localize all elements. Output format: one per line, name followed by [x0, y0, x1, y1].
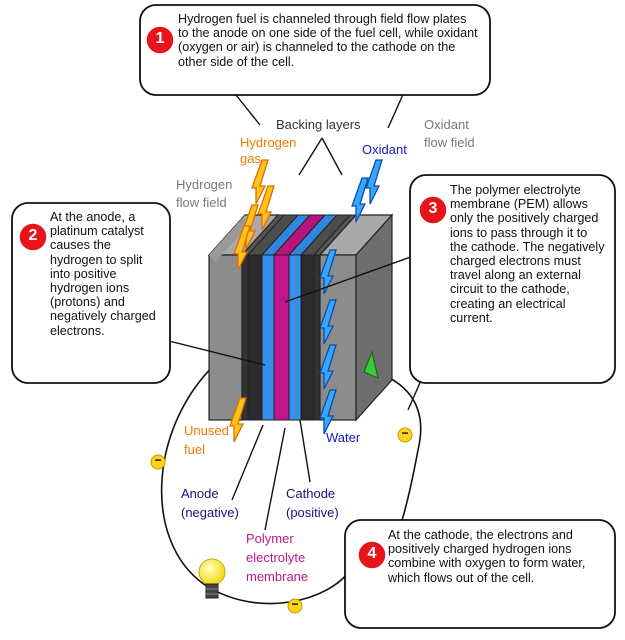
oxidant-label: Oxidant: [362, 142, 407, 157]
anode-label-line1: Anode: [181, 486, 219, 501]
light-bulb-icon: [198, 558, 226, 599]
water-label: Water: [326, 430, 361, 445]
membrane-layer: [273, 254, 290, 421]
cathode-label-line2: (positive): [286, 505, 339, 520]
anode-backing-layer: [241, 254, 249, 421]
unused-fuel-label-line2: fuel: [184, 442, 205, 457]
oxidant-flow-field-label-line1: Oxidant: [424, 117, 469, 132]
hydrogen-gas-arrows: [229, 159, 275, 443]
hydrogen-flow-field-label-line1: Hydrogen: [176, 177, 233, 192]
electron-tokens: [150, 427, 413, 614]
anode-flow-plate: [208, 254, 243, 421]
oxidant-flow-field-label-line2: flow field: [424, 135, 475, 150]
callout-1-text: Hydrogen fuel is channeled through field…: [178, 12, 478, 69]
badge-number-2: 2: [28, 227, 38, 244]
cathode-label-line1: Cathode: [286, 486, 336, 501]
badge-number-1: 1: [155, 30, 165, 47]
badge-number-4: 4: [367, 545, 377, 562]
electron-symbol-3: −: [401, 426, 409, 440]
cathode-terminal: [363, 349, 379, 380]
anode-label-line2: (negative): [181, 505, 239, 520]
number-badges: [18, 25, 448, 570]
anode-layer: [261, 254, 275, 421]
callout-3-text: The polymer electrolyte membrane (PEM) a…: [450, 183, 605, 325]
callout-2-text: At the anode, a platinum catalyst causes…: [50, 210, 156, 338]
hydrogen-gas-label-line1: Hydrogen: [240, 135, 297, 150]
pem-label-line3: membrane: [246, 569, 309, 584]
backing-layers-label: Backing layers: [276, 117, 361, 132]
cathode-layer: [288, 254, 302, 421]
callout-bubbles: [11, 4, 616, 629]
electron-symbol-1: −: [154, 453, 162, 467]
fuel-cell-stack: [207, 213, 394, 422]
cathode-backing-layer: [313, 254, 321, 421]
external-circuit-wire: [160, 357, 351, 605]
pem-label-line1: Polymer: [246, 531, 294, 546]
unused-fuel-label-line1: Unused: [184, 423, 229, 438]
hydrogen-gas-label-line2: gas: [240, 151, 261, 166]
pem-label-line2: electrolyte: [246, 550, 306, 565]
hydrogen-flow-field-label-line2: flow field: [176, 195, 227, 210]
callout-4-text: At the cathode, the electrons and positi…: [388, 528, 586, 585]
oxidant-arrows: [319, 159, 383, 435]
electron-symbol-2: −: [291, 597, 299, 611]
badge-number-3: 3: [428, 200, 438, 217]
